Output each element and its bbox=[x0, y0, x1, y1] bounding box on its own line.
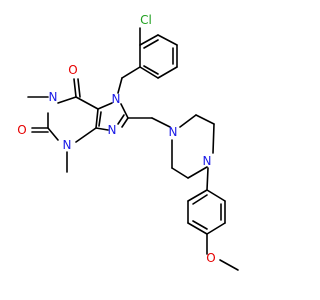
bond bbox=[77, 78, 81, 98]
oxygen-label: O bbox=[206, 251, 215, 265]
bond bbox=[117, 114, 125, 125]
bond bbox=[120, 103, 129, 119]
bond bbox=[206, 189, 226, 202]
nitrogen-label: N bbox=[63, 138, 72, 152]
bond bbox=[117, 77, 123, 94]
bond bbox=[212, 123, 215, 154]
bond bbox=[75, 127, 97, 143]
bond bbox=[192, 194, 208, 205]
oxygen-label: O bbox=[17, 123, 26, 137]
bond bbox=[139, 34, 159, 46]
chlorine-label: Cl bbox=[140, 13, 152, 27]
bond bbox=[95, 108, 99, 129]
bond bbox=[192, 220, 208, 230]
bond bbox=[219, 259, 239, 271]
bond bbox=[187, 166, 208, 179]
nitrogen-label: N bbox=[108, 123, 117, 137]
atom-labels: Cl O O O N N N N N N bbox=[17, 13, 215, 265]
nitrogen-label: N bbox=[49, 90, 58, 104]
bond bbox=[57, 96, 77, 104]
bond bbox=[121, 66, 141, 79]
bond bbox=[187, 222, 208, 235]
oxygen-label: O bbox=[68, 63, 77, 77]
bond bbox=[97, 102, 113, 110]
bond bbox=[157, 66, 178, 79]
bond bbox=[73, 78, 77, 98]
bond bbox=[75, 96, 99, 110]
bonds bbox=[27, 27, 239, 271]
nitrogen-label: N bbox=[203, 154, 212, 168]
bond bbox=[206, 222, 226, 235]
bond bbox=[47, 127, 59, 141]
bond bbox=[151, 117, 171, 128]
bond bbox=[157, 34, 178, 46]
bond bbox=[143, 65, 159, 75]
bond bbox=[98, 111, 102, 127]
bond bbox=[139, 66, 159, 79]
bond bbox=[187, 189, 208, 202]
nitrogen-label: N bbox=[169, 125, 178, 139]
bond bbox=[95, 127, 109, 131]
molecule-structure-diagram: Cl O O O N N N N N N bbox=[17, 13, 239, 271]
bond bbox=[206, 167, 209, 191]
bond bbox=[195, 114, 215, 125]
bond bbox=[143, 39, 159, 49]
nitrogen-label: N bbox=[112, 92, 121, 106]
bond bbox=[171, 167, 189, 179]
bond bbox=[121, 117, 129, 128]
bond bbox=[179, 114, 197, 128]
